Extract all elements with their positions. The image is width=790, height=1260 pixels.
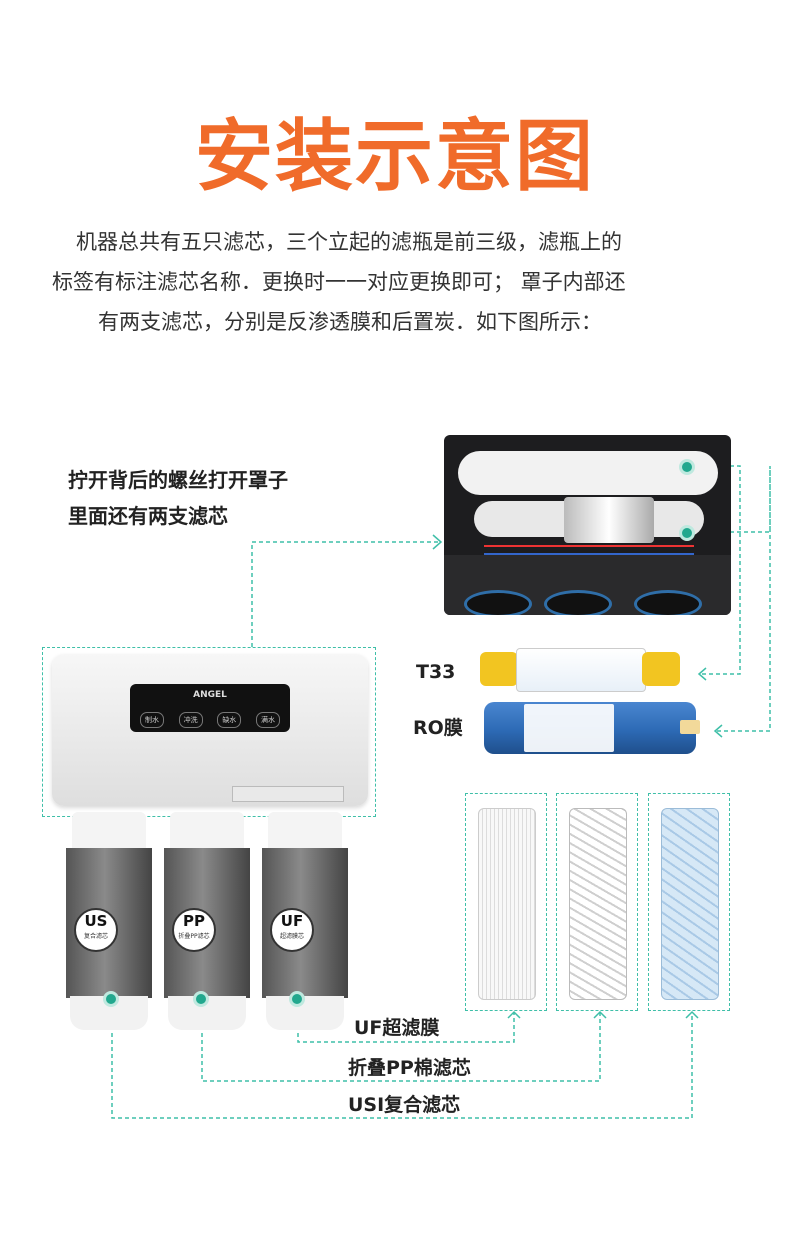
- usi-callout-label: USI复合滤芯: [348, 1094, 461, 1116]
- uf-cartridge-image: [478, 808, 536, 1000]
- usi-cartridge-frame: [648, 793, 730, 1011]
- description-line-2: 标签有标注滤芯名称．更换时一一对应更换即可； 罩子内部还: [52, 270, 626, 294]
- panel-button-1[interactable]: 制水: [140, 712, 164, 728]
- panel-button-3[interactable]: 缺水: [217, 712, 242, 728]
- bottle-pp: PP 折叠PP滤芯: [164, 812, 250, 1030]
- bottle-us-tag: US: [84, 912, 108, 930]
- open-cover-note-1: 拧开背后的螺丝打开罩子: [68, 468, 288, 492]
- ro-label: RO膜: [413, 717, 463, 739]
- bottle-uf: UF 超滤膜芯: [262, 812, 348, 1030]
- bottle-pp-tag: PP: [183, 912, 205, 930]
- bottle-pp-dot: [193, 991, 209, 1007]
- machine-body: ANGEL 制水 冲洗 缺水 满水: [52, 654, 368, 806]
- open-cover-note-2: 里面还有两支滤芯: [68, 504, 228, 528]
- panel-button-4[interactable]: 满水: [255, 712, 280, 728]
- bottle-us-sub: 复合滤芯: [83, 933, 108, 940]
- ro-membrane-image: [484, 698, 700, 758]
- description-line-3: 有两支滤芯，分别是反渗透膜和后置炭．如下图所示：: [98, 310, 602, 334]
- t33-filter-image: [480, 648, 680, 692]
- brand-logo: ANGEL: [193, 690, 227, 700]
- control-panel: ANGEL 制水 冲洗 缺水 满水: [130, 684, 290, 732]
- page-title: 安装示意图: [194, 112, 595, 202]
- inner-housing-top: [458, 451, 718, 495]
- t33-label: T33: [416, 661, 456, 683]
- bottle-uf-tag: UF: [280, 912, 304, 930]
- bottle-us-dot: [103, 991, 119, 1007]
- uf-cartridge-frame: [465, 793, 547, 1011]
- t33-marker-dot: [679, 459, 695, 475]
- uf-callout-label: UF超滤膜: [354, 1017, 440, 1039]
- description-line-1: 机器总共有五只滤芯，三个立起的滤瓶是前三级，滤瓶上的: [76, 230, 622, 254]
- pp-cartridge-image: [569, 808, 627, 1000]
- bottle-uf-sub: 超滤膜芯: [279, 933, 304, 940]
- panel-buttons: 制水 冲洗 缺水 满水: [140, 712, 280, 728]
- pp-cartridge-frame: [556, 793, 638, 1011]
- machine-sticker: [232, 786, 344, 802]
- pp-callout-label: 折叠PP棉滤芯: [348, 1057, 471, 1079]
- usi-cartridge-image: [661, 808, 719, 1000]
- bottle-uf-dot: [289, 991, 305, 1007]
- bottle-pp-sub: 折叠PP滤芯: [178, 933, 210, 940]
- ro-marker-dot: [679, 525, 695, 541]
- panel-button-2[interactable]: 冲洗: [178, 712, 203, 728]
